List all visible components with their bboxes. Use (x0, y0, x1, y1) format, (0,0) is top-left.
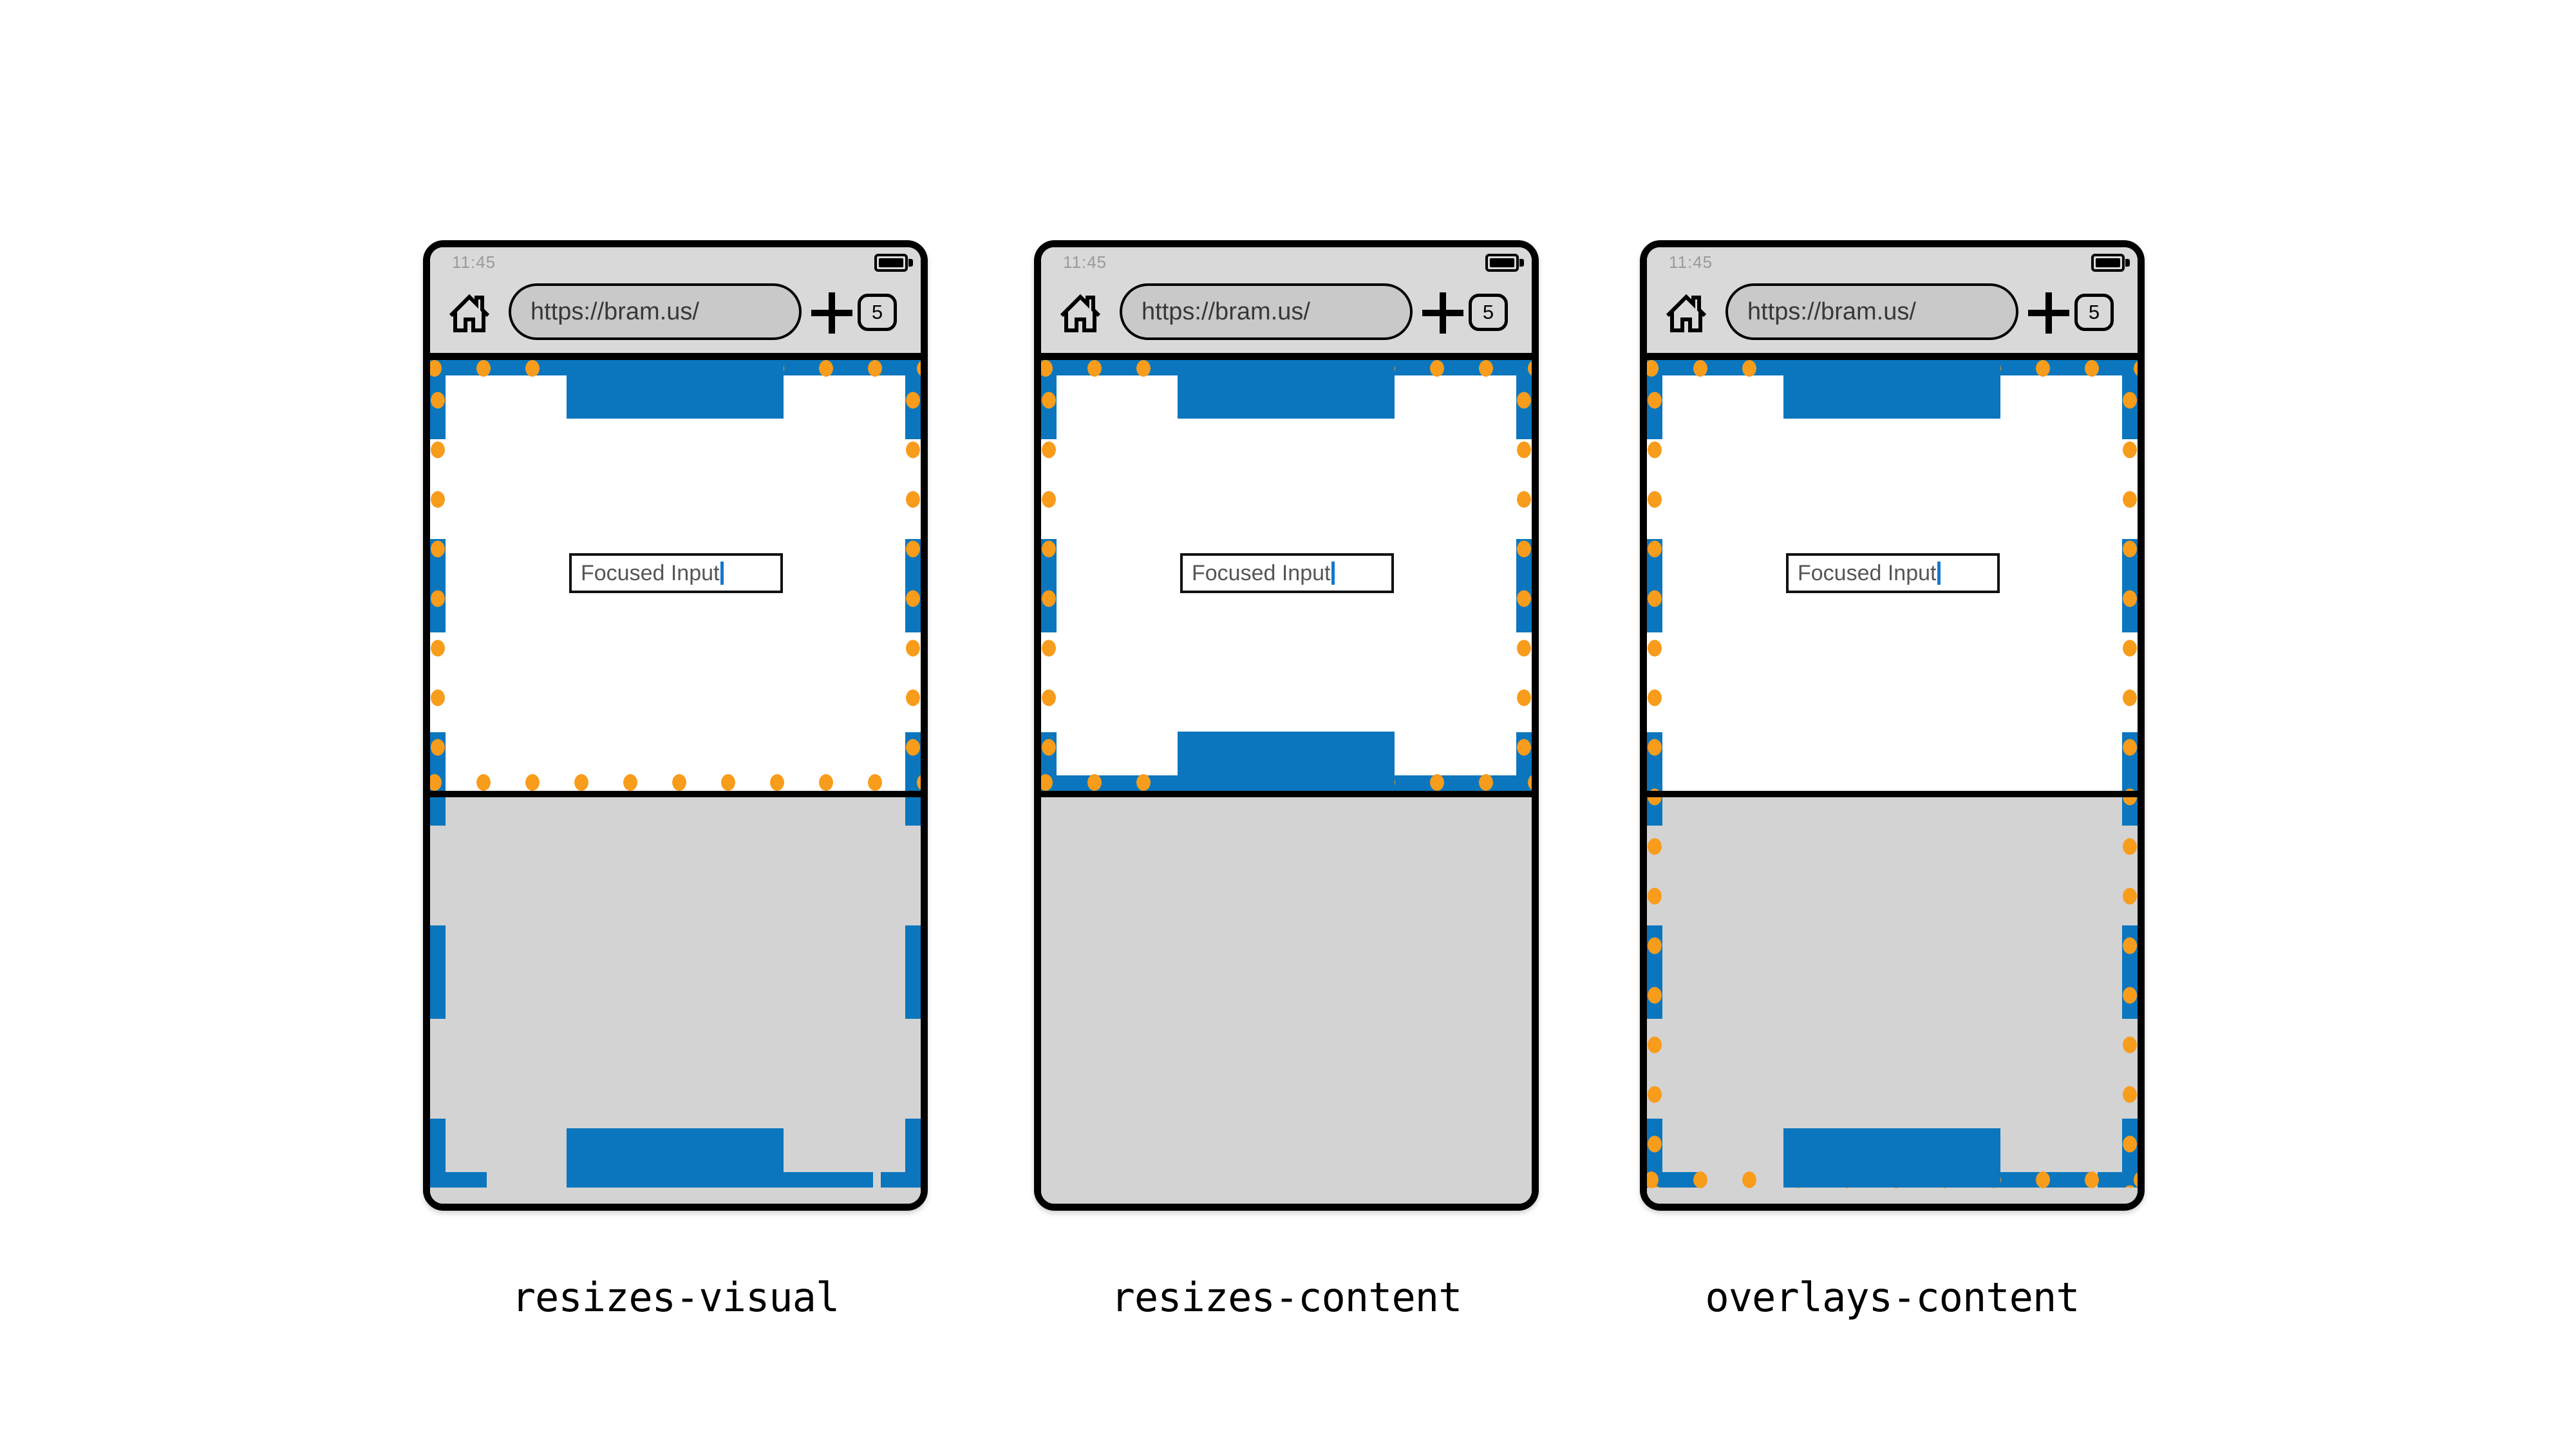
focused-input-field[interactable]: Focused Input (1180, 553, 1394, 593)
url-bar[interactable]: https://bram.us/ (509, 283, 802, 340)
text-caret (1331, 562, 1335, 585)
visual-viewport-dots-right (2123, 360, 2137, 1188)
visual-viewport-dots-right (906, 360, 920, 782)
phone-screen: 11:45 https://bram.us/ 5 (1041, 247, 1532, 1204)
home-button[interactable] (1664, 291, 1708, 334)
page-viewport: Focused Input (1041, 360, 1532, 1204)
phone-mockup-resizes-content: 11:45 https://bram.us/ 5 (1034, 240, 1539, 1211)
visual-viewport-dots-right (1517, 360, 1531, 782)
battery-nub (908, 259, 913, 267)
input-value: Focused Input (1192, 560, 1331, 585)
url-bar[interactable]: https://bram.us/ (1725, 283, 2018, 340)
browser-chrome: 11:45 https://bram.us/ 5 (1041, 247, 1532, 360)
visual-viewport-dots-bottom (430, 774, 921, 791)
status-time: 11:45 (1063, 252, 1107, 272)
fixed-footer-block (1178, 732, 1395, 791)
keyboard-divider (1041, 791, 1532, 797)
input-value: Focused Input (581, 560, 720, 585)
page-viewport: Focused Input (430, 360, 921, 1204)
fixed-header-block (1783, 360, 2000, 419)
battery-fill (1490, 258, 1514, 267)
focused-input-field[interactable]: Focused Input (569, 553, 783, 593)
new-tab-button plus-icon[interactable] (2028, 292, 2069, 334)
home-button[interactable] (1058, 291, 1102, 334)
battery-nub (2125, 259, 2130, 267)
url-text: https://bram.us/ (1747, 298, 1916, 325)
text-caret (720, 562, 724, 585)
text-caret (1937, 562, 1941, 585)
new-tab-button plus-icon[interactable] (1422, 292, 1463, 334)
home-button[interactable] (447, 291, 491, 334)
caption-resizes-content: resizes-content (1111, 1274, 1463, 1321)
phone-mockup-overlays-content: 11:45 https://bram.us/ 5 (1640, 240, 2145, 1211)
battery-body (1485, 254, 1519, 272)
visual-viewport-dots-left (1648, 360, 1662, 1188)
tab-counter-badge[interactable]: 5 (2074, 294, 2114, 331)
visual-viewport-dots-left (1042, 360, 1056, 782)
page-viewport: Focused Input (1647, 360, 2138, 1204)
battery-icon (2091, 254, 2131, 272)
fixed-header-block (1178, 360, 1395, 419)
browser-chrome: 11:45 https://bram.us/ 5 (1647, 247, 2138, 360)
battery-fill (2096, 258, 2120, 267)
virtual-keyboard-area (1041, 797, 1532, 1204)
caption-resizes-visual: resizes-visual (511, 1274, 840, 1321)
caption-overlays-content: overlays-content (1705, 1274, 2080, 1321)
url-text: https://bram.us/ (1142, 298, 1310, 325)
tab-counter-badge[interactable]: 5 (1469, 294, 1508, 331)
tab-counter-badge[interactable]: 5 (858, 294, 897, 331)
keyboard-divider (430, 791, 921, 797)
home-icon (1060, 294, 1101, 332)
focused-input-field[interactable]: Focused Input (1786, 553, 2000, 593)
input-value: Focused Input (1798, 560, 1937, 585)
keyboard-divider (1647, 791, 2138, 797)
phone-screen: 11:45 https://bram.us/ 5 (1647, 247, 2138, 1204)
phone-screen: 11:45 https://bram.us/ 5 (430, 247, 921, 1204)
phone-mockup-resizes-visual: 11:45 https://bram.us/ 5 (423, 240, 928, 1211)
status-time: 11:45 (1669, 252, 1713, 272)
battery-nub (1519, 259, 1524, 267)
home-icon (449, 294, 490, 332)
url-text: https://bram.us/ (531, 298, 699, 325)
battery-icon (1485, 254, 1525, 272)
home-icon (1666, 294, 1707, 332)
fixed-footer-block (567, 1128, 784, 1188)
battery-icon (874, 254, 914, 272)
status-time: 11:45 (452, 252, 496, 272)
fixed-header-block (567, 360, 784, 419)
url-bar[interactable]: https://bram.us/ (1120, 283, 1413, 340)
fixed-footer-block (1783, 1128, 2000, 1188)
tab-count: 5 (2088, 301, 2100, 323)
tab-count: 5 (1482, 301, 1494, 323)
browser-chrome: 11:45 https://bram.us/ 5 (430, 247, 921, 360)
visual-viewport-dots-left (431, 360, 445, 782)
battery-body (2091, 254, 2125, 272)
battery-body (874, 254, 908, 272)
battery-fill (879, 258, 903, 267)
new-tab-button plus-icon[interactable] (811, 292, 852, 334)
tab-count: 5 (871, 301, 883, 323)
